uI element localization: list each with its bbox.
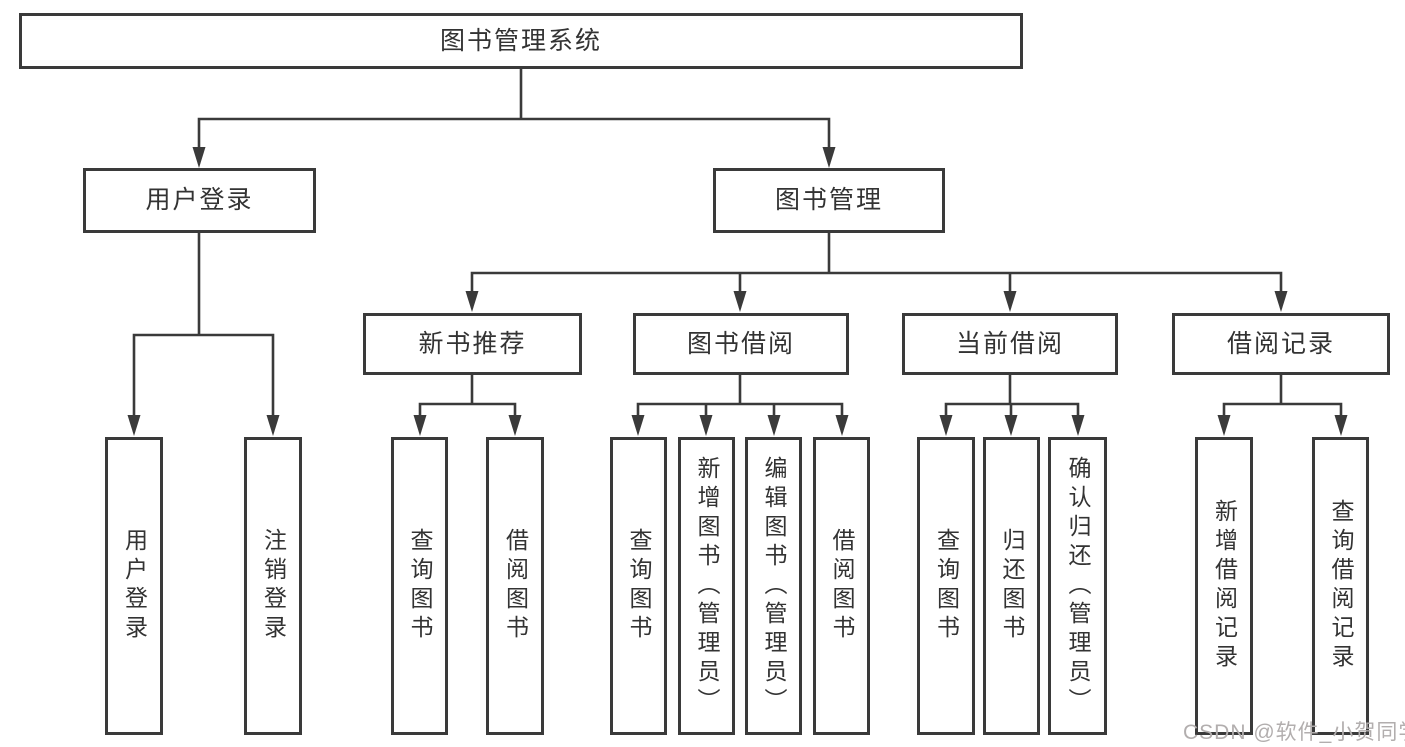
arrow-down-icon (508, 415, 522, 436)
leaf-add-borrow-record: 新增借阅记录 (1195, 437, 1253, 735)
leaf-edit-book-admin: 编辑图书（管理员） (745, 437, 802, 735)
connector-book-borrow (636, 375, 844, 418)
arrow-down-icon (266, 415, 280, 436)
arrow-down-icon (413, 415, 427, 436)
leaf-query-books: 查询图书 (917, 437, 975, 735)
leaf-logout: 注销登录 (244, 437, 302, 735)
arrow-down-icon (1003, 291, 1017, 312)
leaf-add-book-admin: 新增图书（管理员） (678, 437, 735, 735)
leaf-query-books: 查询图书 (391, 437, 448, 735)
leaf-confirm-return-admin: 确认归还（管理员） (1048, 437, 1107, 735)
arrow-down-icon (835, 415, 849, 436)
leaf-query-borrow-record: 查询借阅记录 (1312, 437, 1369, 735)
arrow-down-icon (733, 291, 747, 312)
connector-new-book-rec (418, 375, 517, 418)
leaf-query-books: 查询图书 (610, 437, 667, 735)
leaf-borrow-books: 借阅图书 (486, 437, 544, 735)
arrow-down-icon (767, 415, 781, 436)
node-book-management: 图书管理 (713, 168, 945, 233)
leaf-return-book: 归还图书 (983, 437, 1040, 735)
connector-cur-borrow (944, 375, 1080, 418)
arrow-down-icon (699, 415, 713, 436)
connector-root (197, 68, 831, 150)
arrow-down-icon (1004, 415, 1018, 436)
csdn-watermark: CSDN @软件_小贺同学 (1183, 721, 1405, 744)
connector-borrow-rec (1222, 375, 1343, 418)
arrow-down-icon (465, 291, 479, 312)
node-borrowing-records: 借阅记录 (1172, 313, 1390, 375)
arrow-down-icon (631, 415, 645, 436)
arrow-down-icon (822, 147, 836, 168)
arrow-down-icon (1217, 415, 1231, 436)
arrowheads (127, 147, 1348, 436)
arrow-down-icon (939, 415, 953, 436)
leaf-borrow-books: 借阅图书 (813, 437, 870, 735)
node-book-borrowing: 图书借阅 (633, 313, 849, 375)
leaf-user-login: 用户登录 (105, 437, 163, 735)
node-user-login: 用户登录 (83, 168, 316, 233)
arrow-down-icon (127, 415, 141, 436)
node-current-borrowing: 当前借阅 (902, 313, 1118, 375)
arrow-down-icon (192, 147, 206, 168)
connector-user-login (132, 233, 275, 418)
connector-book-mgmt (470, 233, 1283, 294)
arrow-down-icon (1274, 291, 1288, 312)
arrow-down-icon (1071, 415, 1085, 436)
arrow-down-icon (1334, 415, 1348, 436)
node-new-book-recommend: 新书推荐 (363, 313, 582, 375)
node-library-management-system: 图书管理系统 (19, 13, 1023, 69)
